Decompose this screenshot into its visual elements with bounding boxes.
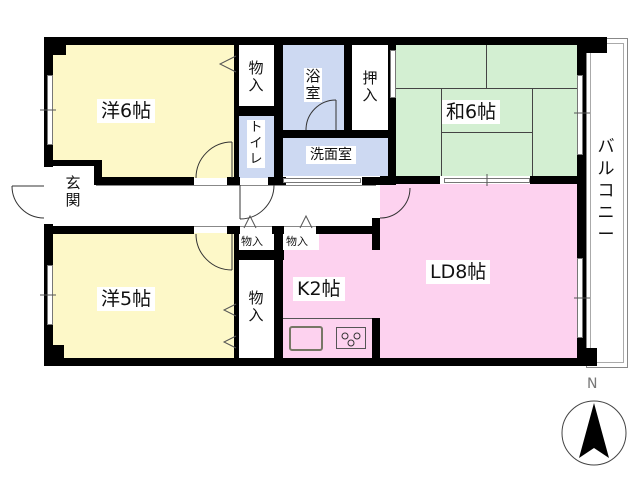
corner-br [577, 348, 597, 366]
wall-jp-bottom [380, 176, 440, 184]
label-western-6: 洋6帖 [97, 99, 156, 123]
stove-icon [336, 327, 366, 349]
wall-hall-top [94, 177, 194, 185]
window-jp-left [390, 50, 396, 98]
wall-right [577, 37, 586, 366]
label-closet-top: 物入 [248, 59, 264, 94]
wall-entrance-right [94, 160, 102, 185]
wall-k-ld-bottom [372, 318, 380, 366]
label-kitchen: K2帖 [293, 277, 345, 301]
label-japanese-6: 和6帖 [442, 100, 501, 124]
label-western-5: 洋5帖 [97, 287, 156, 311]
label-closet-small-1: 物入 [241, 235, 263, 248]
balcony-label: バルコニー [597, 137, 615, 245]
north-arrow-icon [561, 400, 627, 466]
wall-w5-right [234, 226, 239, 366]
tatami-5 [442, 133, 533, 176]
closet-top [238, 44, 274, 106]
closet-mid [238, 260, 274, 358]
wall-closet-mid-right [274, 226, 283, 366]
tatami-3 [396, 89, 442, 176]
label-bath: 浴室 [304, 67, 322, 102]
wall-bath-right [344, 37, 352, 138]
wall-hall-bottom2 [227, 226, 240, 234]
wall-oshiire-right [388, 37, 396, 185]
closet-small-2 [283, 228, 319, 250]
label-oshiire: 押入 [362, 69, 378, 104]
balcony [586, 38, 628, 368]
wall-hall-bottom4 [316, 226, 380, 234]
wall-hall-top2 [227, 177, 240, 185]
compass-label: N [587, 376, 598, 392]
label-entrance: 玄関 [65, 174, 81, 209]
wall-bottom [44, 358, 591, 366]
corner-tr [577, 37, 607, 53]
corner-bl [44, 345, 64, 366]
wall-closet-mid-top [234, 250, 284, 260]
room-entrance [53, 165, 96, 227]
window-wash-bottom [283, 178, 361, 183]
oshiire [352, 44, 388, 130]
label-ld: LD8帖 [426, 260, 491, 284]
closet-small-1 [238, 228, 274, 250]
label-closet-small-2: 物入 [286, 235, 308, 248]
wall-k-ld-top [372, 218, 380, 250]
wall-hall-bottom [44, 226, 194, 234]
wall-jp-bottom2 [530, 176, 586, 184]
wall-bath-bottom [274, 130, 396, 138]
label-closet-mid: 物入 [248, 289, 264, 324]
wall-entrance-top [44, 160, 102, 166]
tatami-2 [487, 44, 577, 89]
corner-tl [44, 37, 66, 55]
window-jp-right [577, 75, 583, 155]
sink-icon [289, 326, 323, 351]
wall-toilet-right [274, 37, 283, 185]
wall-toilet-top [234, 106, 279, 116]
wall-hall-top4 [362, 177, 396, 185]
wall-top [44, 37, 607, 45]
label-washroom: 洗面室 [306, 146, 356, 164]
label-toilet: トイレ [247, 120, 265, 168]
kitchen-counter [283, 318, 372, 359]
tatami-1 [396, 44, 487, 89]
tatami-4 [442, 89, 533, 133]
